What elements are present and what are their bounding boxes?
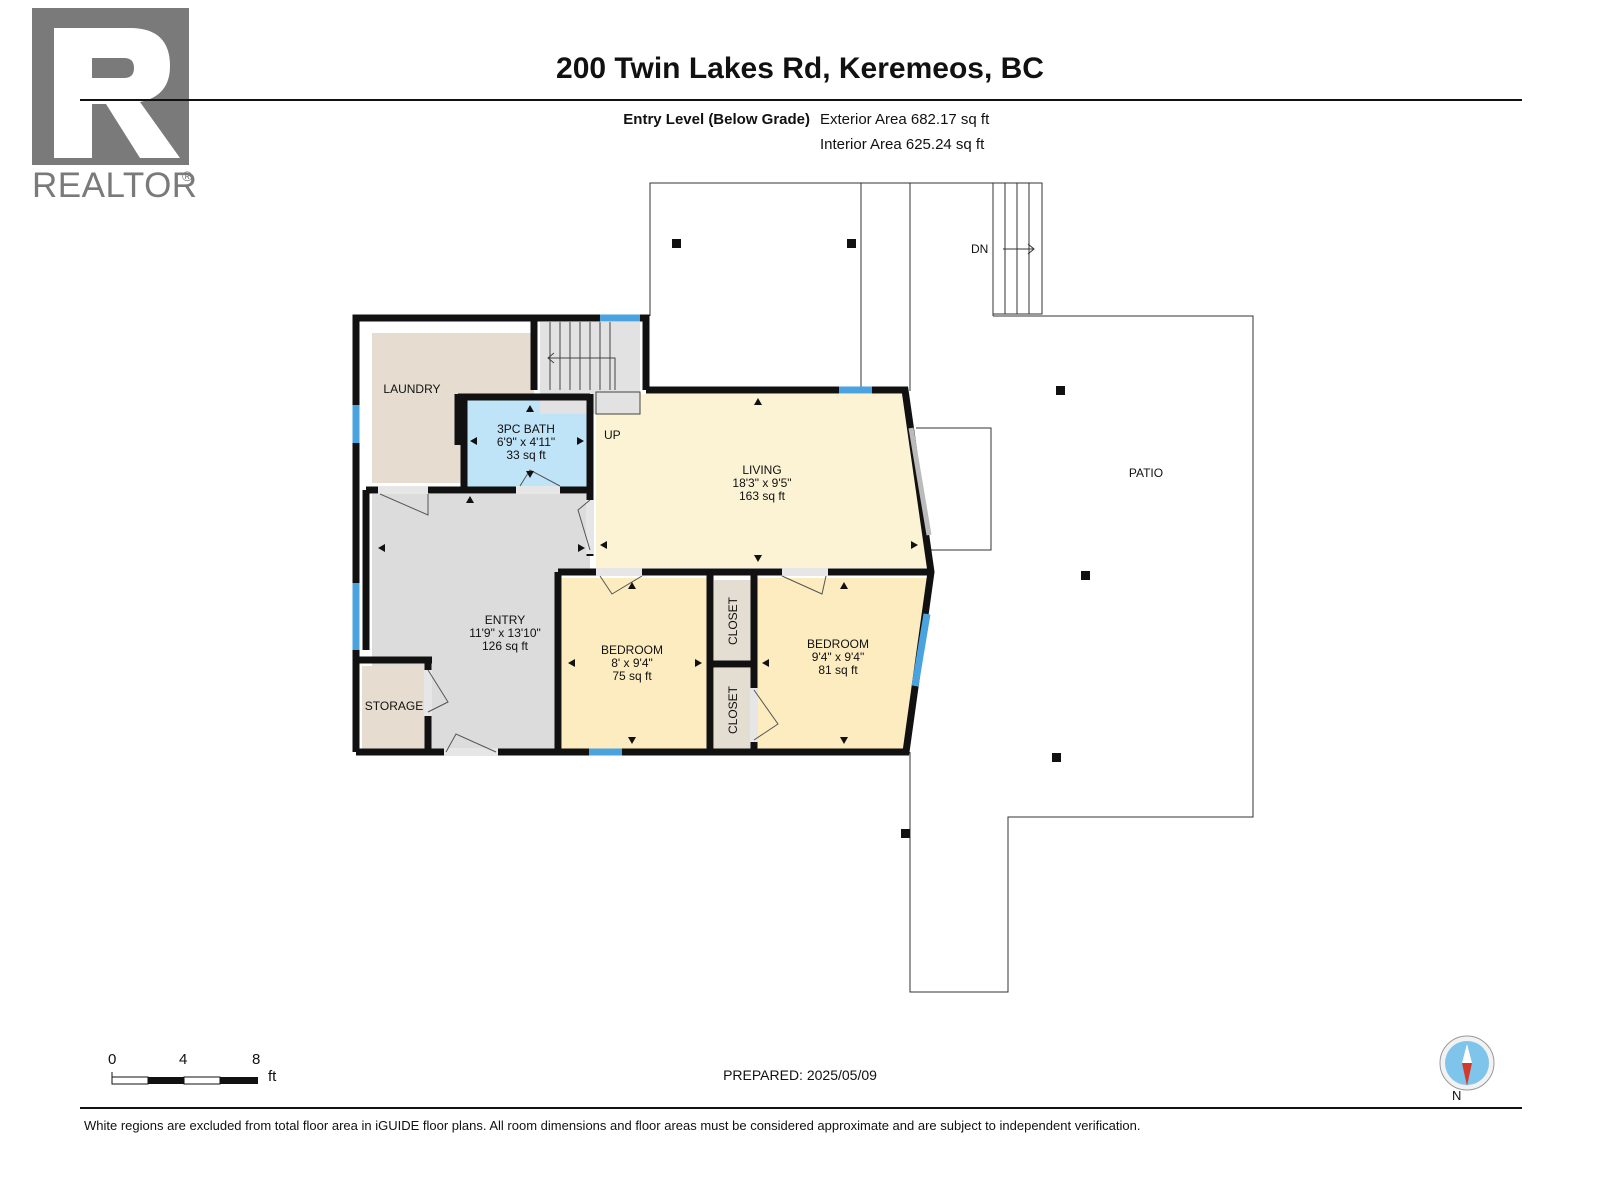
- room-bedroom-1: [562, 578, 707, 749]
- realtor-logo: [32, 8, 192, 203]
- entry-dims: 11'9" x 13'10": [469, 626, 541, 640]
- bedroom-1-area: 75 sq ft: [612, 669, 652, 683]
- compass-icon: [1439, 1035, 1495, 1091]
- closet-2-name: CLOSET: [726, 685, 740, 734]
- page-title: 200 Twin Lakes Rd, Keremeos, BC: [556, 52, 1044, 85]
- room-bedroom-2: [756, 578, 931, 749]
- bedroom-1-name: BEDROOM: [601, 643, 663, 657]
- deck-outline: [649, 182, 1254, 993]
- sliding-door: [908, 427, 932, 536]
- realtor-registered-mark: ®: [182, 168, 193, 184]
- living-dims: 18'3" x 9'5": [732, 476, 791, 490]
- prepared-date: PREPARED: 2025/05/09: [723, 1067, 877, 1083]
- room-living: [596, 394, 931, 568]
- scale-unit: ft: [268, 1068, 277, 1085]
- closet-1-name: CLOSET: [726, 596, 740, 645]
- interior-area: Interior Area 625.24 sq ft: [820, 136, 985, 153]
- footer-rule: [80, 1107, 1522, 1109]
- entry-name: ENTRY: [485, 613, 525, 627]
- stairs-up-label: UP: [604, 428, 621, 442]
- bedroom-2-dims: 9'4" x 9'4": [812, 650, 864, 664]
- bedroom-2-area: 81 sq ft: [818, 663, 858, 677]
- scale-bar: [111, 1072, 258, 1085]
- realtor-r-logo: [32, 8, 189, 165]
- laundry-name: LAUNDRY: [383, 382, 440, 396]
- scale-tick-0: 0: [108, 1051, 117, 1068]
- windows: [352, 314, 931, 756]
- room-storage: [362, 666, 426, 749]
- stairs-up: [547, 322, 641, 415]
- living-name: LIVING: [742, 463, 781, 477]
- room-closet-1: [714, 580, 752, 662]
- bedroom-2-name: BEDROOM: [807, 637, 869, 651]
- entry-area: 126 sq ft: [482, 639, 529, 653]
- stairs-down: [992, 182, 1043, 315]
- scale-tick-8: 8: [252, 1051, 261, 1068]
- bath-area: 33 sq ft: [506, 448, 546, 462]
- dimension-markers: [378, 398, 918, 744]
- exterior-area: Exterior Area 682.17 sq ft: [820, 111, 990, 128]
- living-area: 163 sq ft: [739, 489, 786, 503]
- bath-dims: 6'9" x 4'11": [497, 435, 555, 449]
- realtor-wordmark: REALTOR: [32, 166, 198, 205]
- disclaimer: White regions are excluded from total fl…: [84, 1118, 1141, 1133]
- compass-north-label: N: [1452, 1088, 1462, 1103]
- header-rule: [80, 99, 1522, 101]
- patio-name: PATIO: [1129, 466, 1163, 480]
- storage-name: STORAGE: [365, 699, 423, 713]
- room-closet-2: [714, 668, 752, 749]
- stairs-down-label: DN: [971, 242, 988, 256]
- floor-level-label: Entry Level (Below Grade): [623, 111, 810, 128]
- scale-tick-4: 4: [179, 1051, 188, 1068]
- doors: [378, 469, 828, 756]
- bedroom-1-dims: 8' x 9'4": [611, 656, 653, 670]
- bath-name: 3PC BATH: [497, 422, 555, 436]
